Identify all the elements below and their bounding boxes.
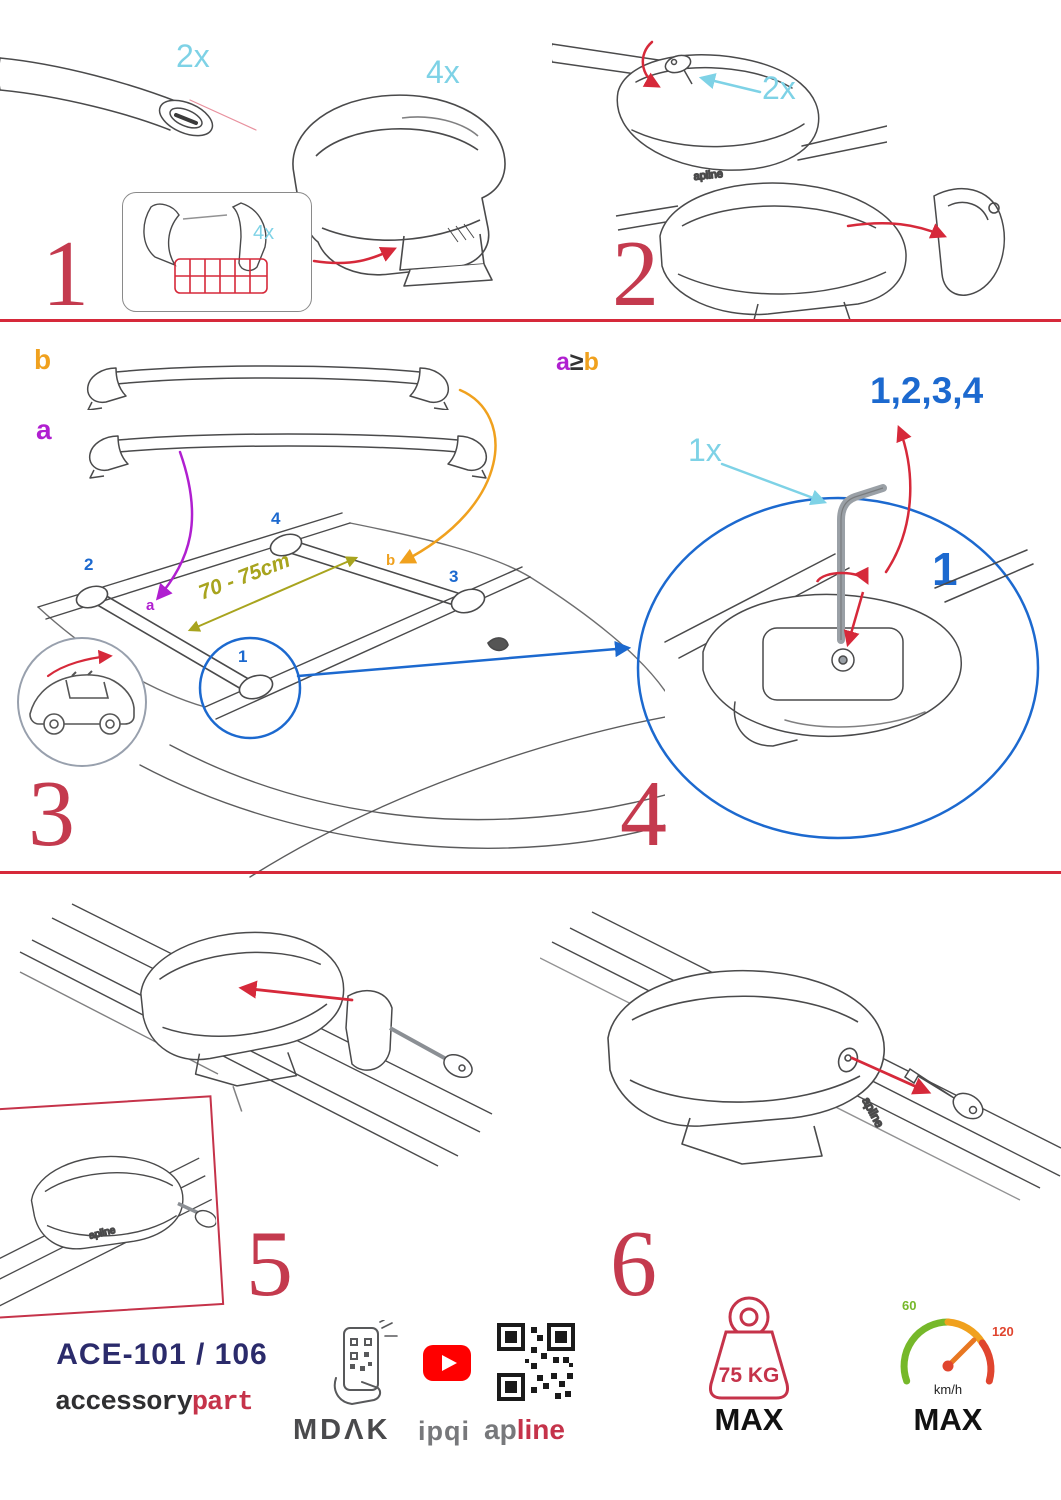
apline-logo-red: line: [516, 1414, 565, 1445]
youtube-icon: [423, 1345, 471, 1381]
rubber-pad-inset: 4x: [122, 192, 312, 312]
weight-limit-value: 75 KG: [719, 1364, 780, 1387]
max-weight-icon: 75 KG: [709, 1296, 789, 1400]
speed-unit-label: km/h: [934, 1382, 962, 1397]
position-3-label: 3: [449, 567, 459, 586]
pad-qty-label: 4x: [253, 222, 275, 244]
condition-operator: ≥: [569, 348, 584, 376]
speedometer-needle: [945, 1337, 977, 1369]
roof-bar-foot: apline: [30, 1155, 218, 1250]
locked-foot-drawing: apline: [0, 1155, 218, 1308]
position-1-label: 1: [238, 647, 248, 666]
antenna-fin: [487, 637, 509, 652]
model-number: ACE-101 / 106: [56, 1338, 268, 1371]
roof-b-label: b: [386, 552, 396, 569]
zoom-ellipse: [636, 496, 1040, 840]
foot-top-view: [664, 549, 1034, 747]
step-3-number: 3: [28, 762, 75, 866]
speed-high-label: 120: [992, 1324, 1014, 1339]
car-inset-drawing: [17, 637, 147, 767]
rubber-pad-drawing: [143, 202, 268, 294]
foot-brand-label: apline: [693, 168, 723, 183]
roof-bar-foot: [292, 94, 506, 287]
section-divider-2: [0, 871, 1061, 874]
bar-a-label: a: [36, 414, 52, 445]
speedometer-icon: 60 120 km/h: [900, 1298, 1014, 1397]
turn-and-press-arrows: [815, 566, 869, 648]
step-4-number: 4: [620, 762, 667, 866]
phone-screen-qr: [350, 1338, 372, 1371]
phone-qr-scan-icon: [333, 1320, 398, 1406]
step-2-number: 2: [612, 222, 659, 326]
locked-foot-inset: apline: [0, 1095, 225, 1319]
clamp-cross-section: [143, 202, 267, 272]
step-5-number: 5: [246, 1212, 293, 1316]
allen-key: [837, 484, 887, 644]
rubber-pad: [174, 258, 268, 294]
apline-logo: apline: [484, 1416, 565, 1444]
position-2-label: 2: [84, 555, 94, 574]
foot-on-bar: [552, 43, 887, 171]
crossbar-b-drawing: [86, 365, 450, 410]
ipqi-logo: ipqi: [418, 1416, 470, 1446]
speed-max-label: MAX: [913, 1402, 983, 1437]
roof-bar-foot: apline: [615, 167, 907, 321]
mdak-logo: MDΛK: [293, 1414, 391, 1446]
tightening-closeup-drawing: [636, 484, 1040, 840]
bar-b-label: b: [34, 344, 52, 375]
tool-qty-label: 1x: [688, 432, 722, 468]
crossbar-a-drawing: [88, 433, 488, 479]
step-1-number: 1: [42, 222, 89, 326]
brand-name-black: accessory: [55, 1388, 193, 1418]
bar-length-condition: a≥b: [556, 350, 599, 375]
position-4-label: 4: [271, 509, 281, 528]
brand-name-red: part: [191, 1388, 254, 1418]
tighten-sequence-label: 1,2,3,4: [870, 370, 984, 411]
foot-drawing-step1: [292, 94, 506, 287]
foot-qty-label: 4x: [426, 54, 460, 90]
lock-qty-label: 2x: [762, 70, 796, 106]
cover-piece: [933, 188, 1005, 296]
qr-code: [497, 1323, 575, 1401]
speed-low-label: 60: [902, 1298, 916, 1313]
step-6-number: 6: [610, 1212, 657, 1316]
key-locking-drawing: apline: [540, 911, 1061, 1201]
key: [903, 1067, 984, 1120]
lock-key: [664, 54, 693, 85]
condition-b: b: [583, 348, 599, 376]
brand-name: accessorypart: [55, 1388, 254, 1418]
lock-cylinder-with-key: [345, 989, 473, 1079]
roof-bar-foot: apline: [607, 969, 888, 1165]
weight-max-label: MAX: [714, 1402, 784, 1437]
foot-and-cover-drawing: apline: [615, 167, 1005, 321]
crossbar-qty-label: 2x: [176, 38, 210, 74]
foot-brand-label: apline: [859, 1095, 887, 1130]
apline-logo-gray: ap: [484, 1414, 517, 1445]
condition-a: a: [556, 348, 570, 376]
roof-a-label: a: [146, 597, 155, 614]
section-divider-1: [0, 319, 1061, 322]
